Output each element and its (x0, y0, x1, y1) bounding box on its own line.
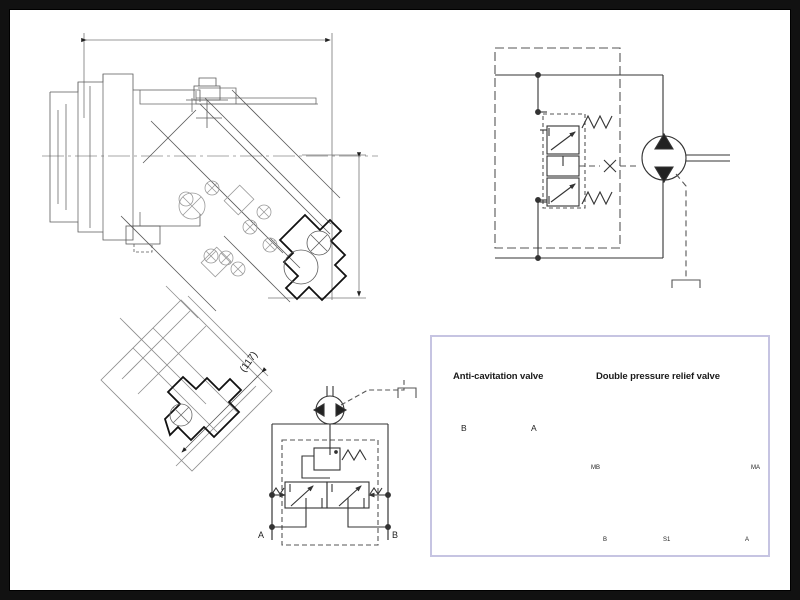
anticav-port-b-label: B (461, 423, 467, 433)
dprv-port-a-label: A (745, 537, 750, 543)
bottom-fitting (125, 225, 161, 253)
bent-axis-body (120, 89, 341, 312)
mechanical-bottom-view (100, 285, 273, 472)
dprv-port-s1-label: S1 (663, 537, 671, 543)
circuit-main-graphics (494, 47, 730, 288)
lower-circuit-port-b-label: B (392, 530, 399, 540)
anticav-port-a-label: A (531, 423, 537, 433)
dprv-port-b-label: B (603, 537, 608, 543)
motor-symbol-lower (312, 386, 348, 455)
port-holes (283, 230, 332, 285)
anti-cavitation-valve-title: Anti-cavitation valve (453, 371, 544, 382)
valve-options-panel (430, 335, 770, 557)
motor-symbol-main (641, 132, 730, 184)
top-fitting (186, 77, 228, 128)
bolt-circle-pattern (178, 180, 278, 277)
dprv-gauge-port-ma-label: MA (751, 465, 760, 471)
mechanical-side-view (42, 33, 378, 312)
dimension-right (268, 152, 366, 299)
lower-circuit-port-a-label: A (258, 530, 265, 540)
dprv-gauge-port-mb-label: MB (591, 465, 600, 471)
double-pressure-relief-valve-title: Double pressure relief valve (596, 371, 720, 382)
dimension-top (81, 33, 333, 300)
circuit-lower-graphics (269, 380, 417, 546)
port-block-outline (278, 213, 348, 302)
port-block-bottom-outline (163, 375, 243, 442)
